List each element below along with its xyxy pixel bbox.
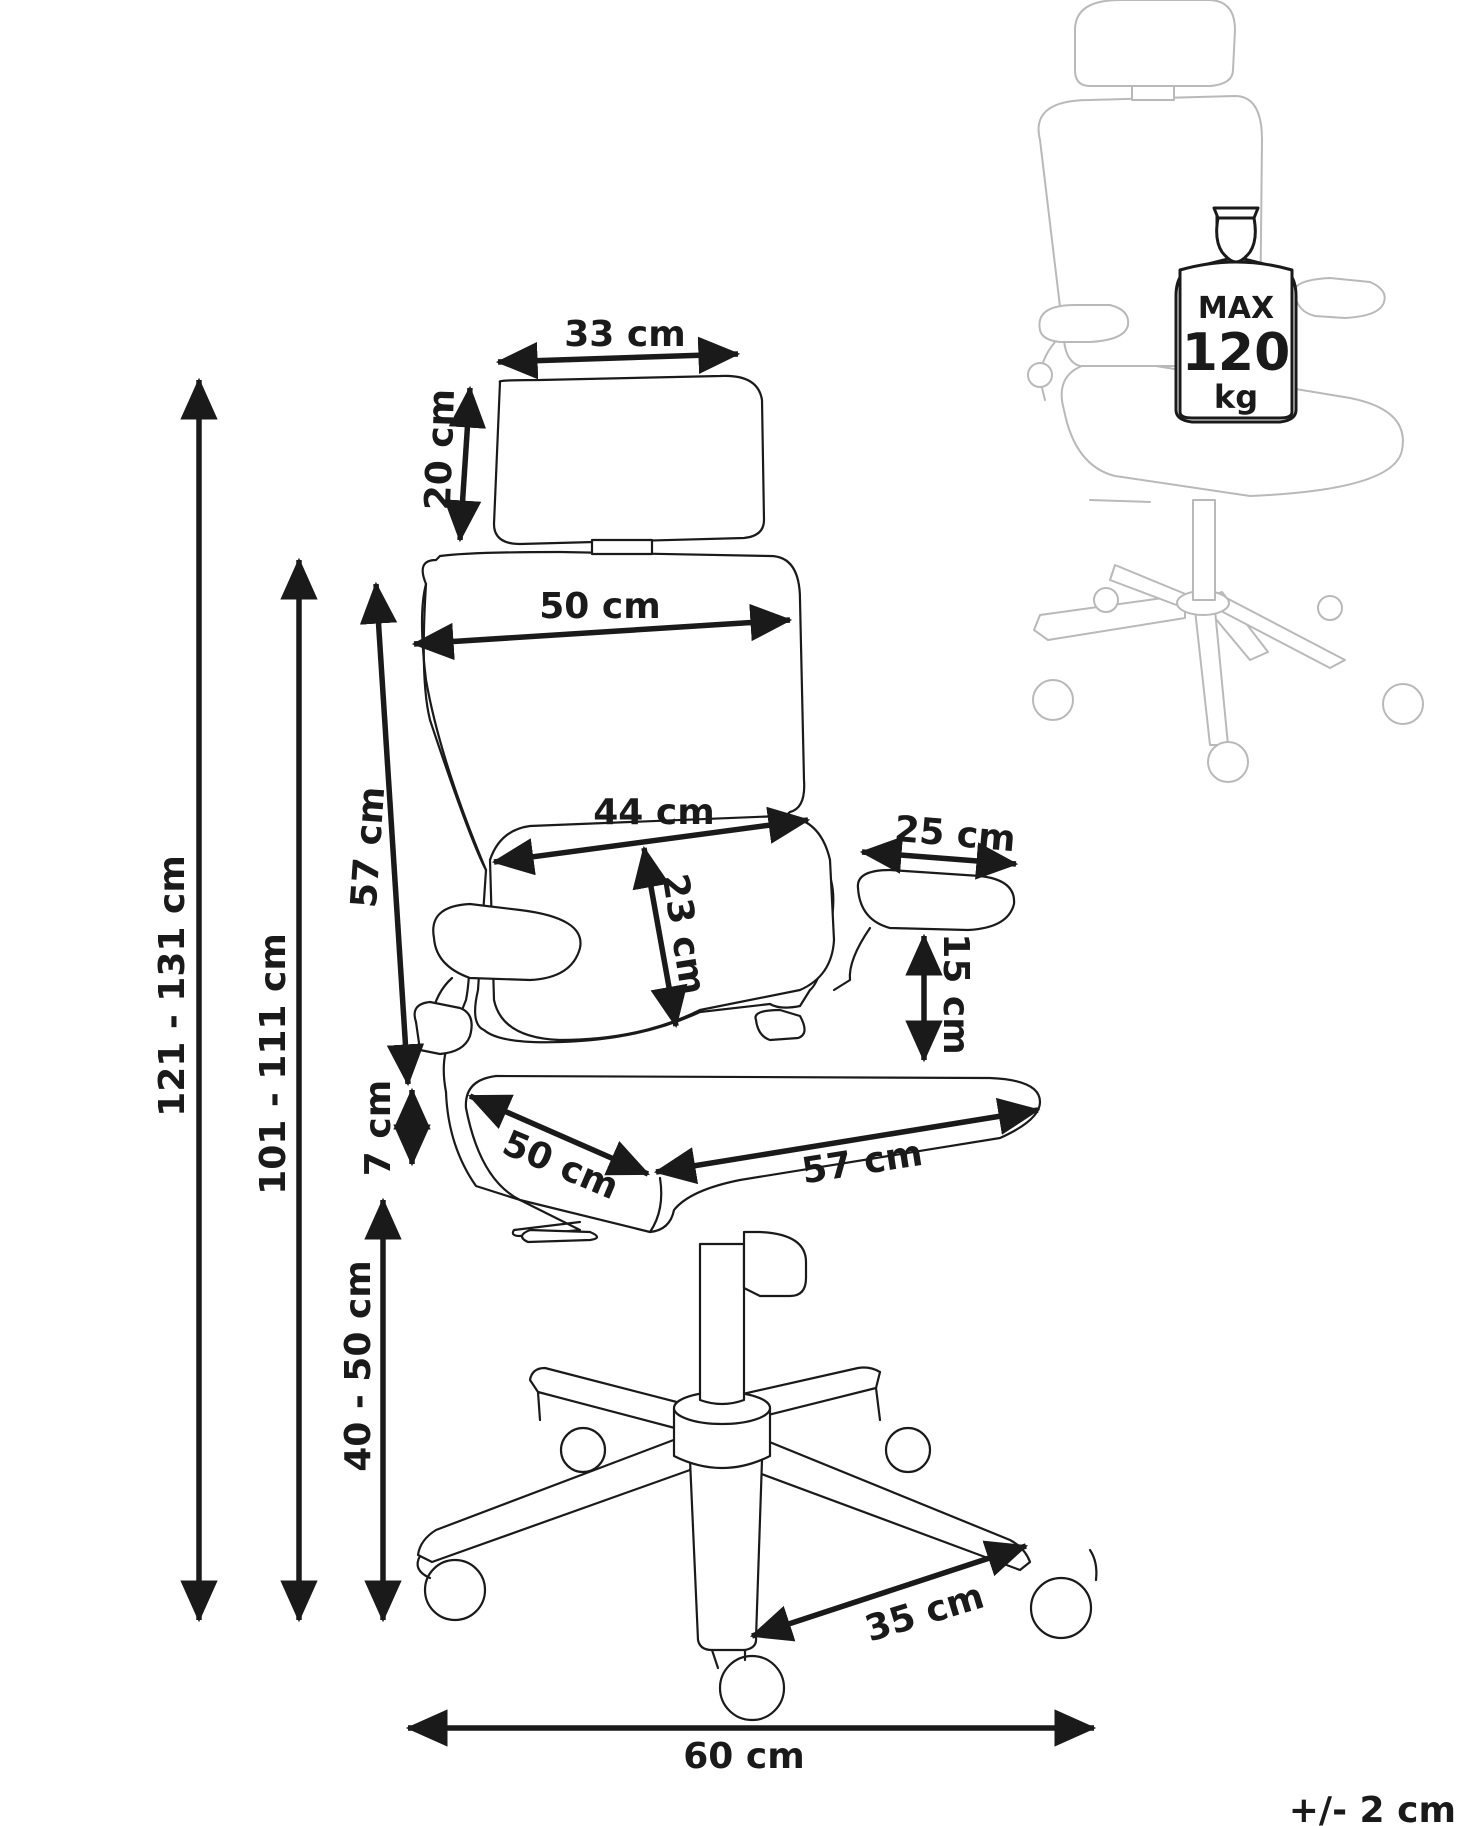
dimension-label-headrest-width: 33 cm <box>564 314 685 355</box>
dimension-label-base-leg: 35 cm <box>861 1576 989 1651</box>
tolerance-note: +/- 2 cm <box>1289 1790 1456 1826</box>
dimension-label-backrest-height: 57 cm <box>344 785 393 909</box>
small-chair-illustration: MAX 120 kg <box>1027 0 1424 783</box>
dimension-label-backrest-top-width: 50 cm <box>539 586 660 627</box>
dimension-label-base-width: 60 cm <box>683 1736 804 1777</box>
dimension-label-total-height: 121 - 131 cm <box>152 855 193 1117</box>
dimension-annotations: 33 cm 20 cm 50 cm 57 cm 44 cm 23 cm 25 c… <box>152 314 1097 1777</box>
dimension-label-backrest-top-height: 101 - 111 cm <box>253 933 294 1195</box>
dimension-label-armrest-height: 15 cm <box>935 933 976 1054</box>
dimension-arrow-backrest-top-width <box>411 603 793 661</box>
dimension-arrow-lumbar-width <box>491 806 811 876</box>
dimension-label-headrest-height: 20 cm <box>418 388 463 511</box>
dimension-label-seat-thickness: 7 cm <box>358 1080 399 1176</box>
dimension-label-lumbar-width: 44 cm <box>593 792 714 833</box>
dimension-arrow-armrest-length <box>859 836 1019 880</box>
dimension-arrow-backrest-height <box>359 581 425 1087</box>
dimension-arrow-lumbar-height <box>632 845 688 1029</box>
main-chair-illustration <box>413 374 1098 1722</box>
dimension-arrow-seat-width <box>653 1097 1041 1185</box>
dimension-arrow-headrest-height <box>443 385 487 543</box>
max-load-value: 120 <box>1182 323 1291 383</box>
max-load-unit: kg <box>1214 378 1258 416</box>
max-load-badge: MAX 120 kg <box>1174 206 1298 424</box>
dimension-arrow-seat-depth <box>467 1093 651 1177</box>
dimension-label-armrest-length: 25 cm <box>893 809 1018 860</box>
dimension-arrow-headrest-width <box>495 336 741 380</box>
dimension-label-seat-height: 40 - 50 cm <box>338 1260 379 1472</box>
max-load-prefix: MAX <box>1198 291 1274 326</box>
dimension-arrow-base-leg <box>749 1540 1029 1642</box>
